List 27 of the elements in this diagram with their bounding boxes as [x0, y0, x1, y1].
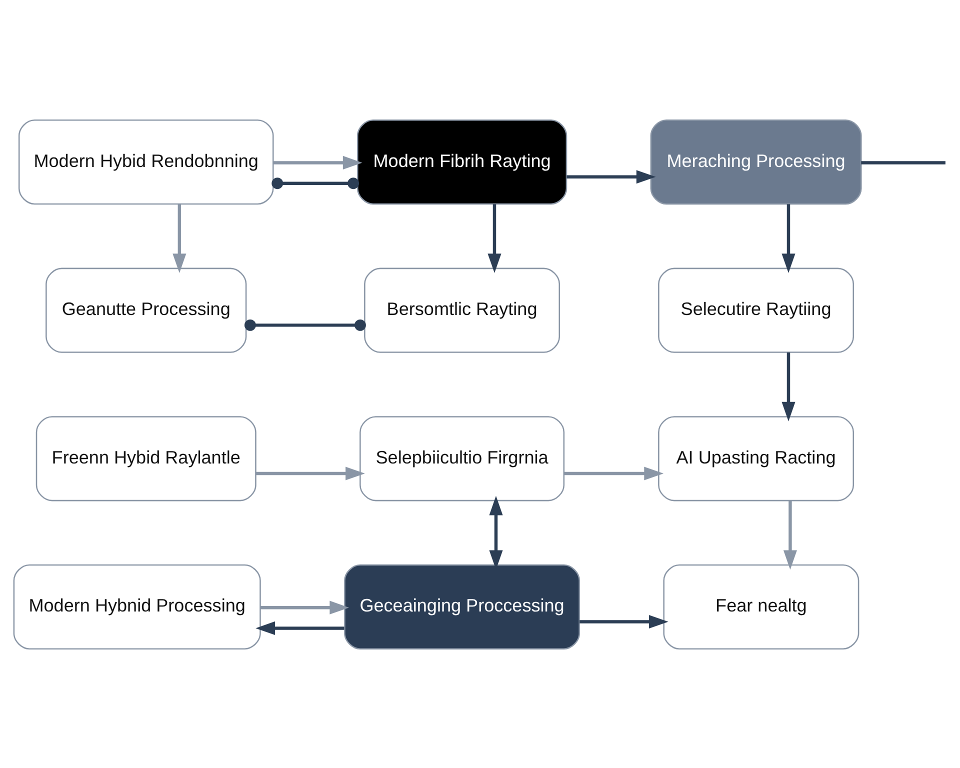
arrow [488, 204, 502, 273]
connector [861, 160, 946, 164]
arrow [256, 620, 344, 634]
arrow [564, 466, 664, 480]
node-box: Modern Fibrih Rayting [356, 119, 568, 204]
arrow [566, 170, 656, 184]
node-box: Fear nealtg [663, 564, 860, 649]
arrow [782, 352, 796, 421]
arrow [579, 614, 668, 628]
arrow [260, 600, 350, 614]
node-box: Bersomtlic Rayting [364, 267, 560, 352]
arrow [783, 500, 797, 570]
arrow [172, 204, 186, 273]
arrow [256, 466, 365, 480]
node-box: Meraching Processing [650, 119, 862, 204]
connector [244, 318, 366, 330]
connector [272, 177, 360, 189]
arrow [273, 155, 362, 169]
arrow [782, 204, 796, 273]
node-box: Modern Hybnid Processing [13, 564, 261, 649]
node-box: Freenn Hybid Raylantle [36, 416, 256, 501]
node-box: Geanutte Processing [46, 267, 247, 352]
node-box: Selecutire Raytiing [658, 267, 854, 352]
node-box: Modern Hybid Rendobnning [18, 119, 274, 204]
node-box: Selepbiicultio Firgrnia [360, 416, 565, 501]
node-box: AI Upasting Racting [658, 416, 854, 501]
node-box: Geceainging Proccessing [344, 564, 580, 649]
